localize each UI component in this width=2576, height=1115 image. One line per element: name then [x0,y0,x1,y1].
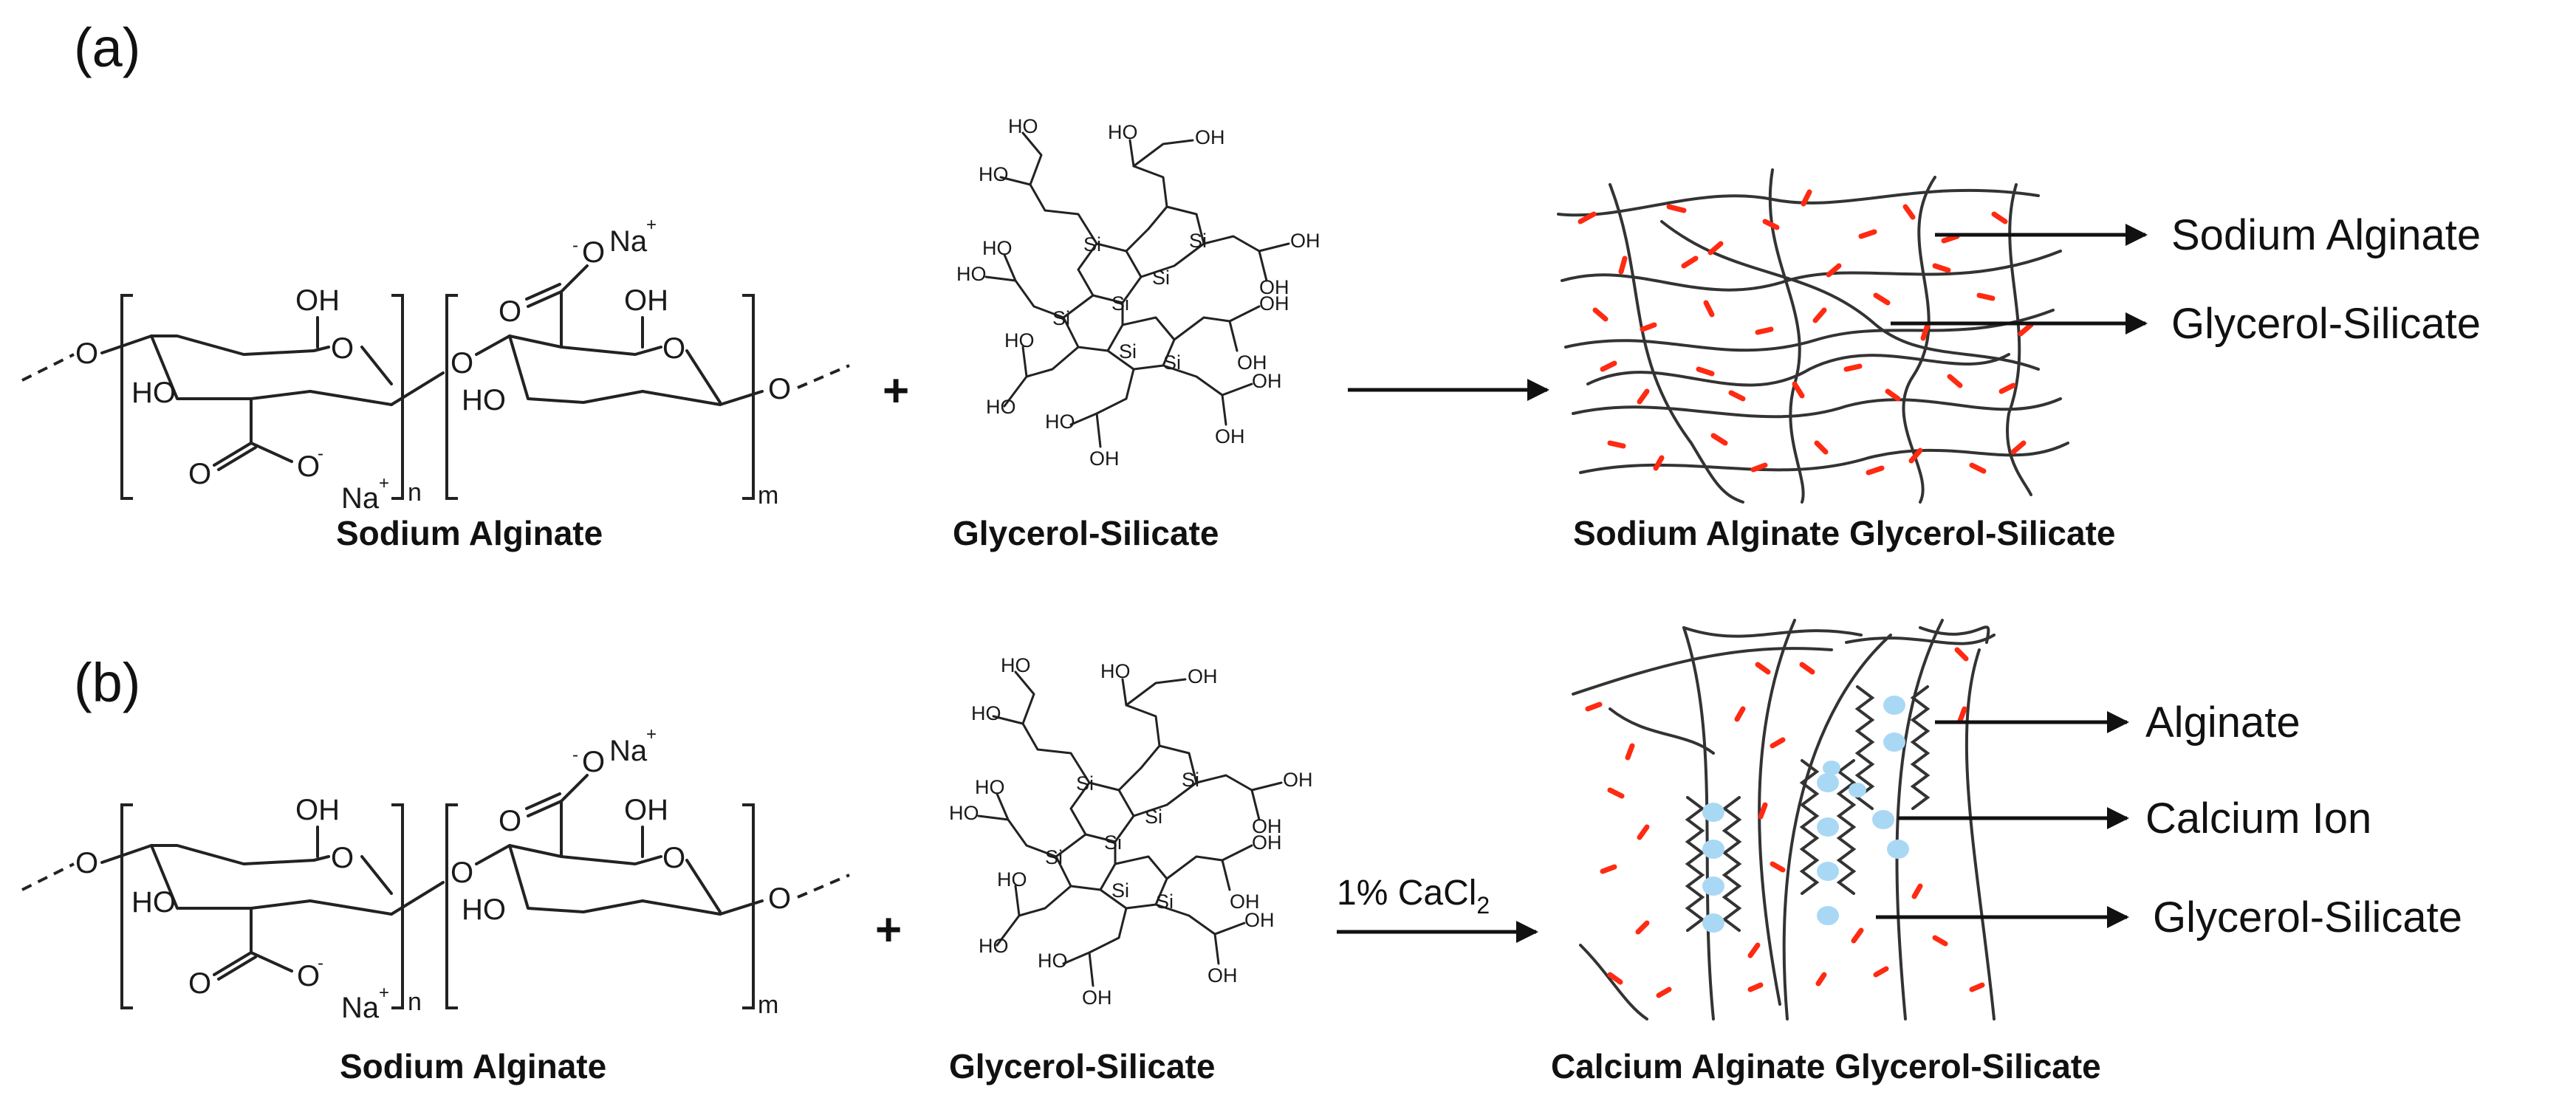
glycerol-silicate-structure [955,114,1321,471]
panel-a: (a) Sodium Alginate + Glycerol-Silicate [21,17,2481,552]
plus-sign: + [883,366,909,416]
plus-sign: + [875,905,902,956]
panel-label: (a) [74,17,140,78]
silicate-caption: Glycerol-Silicate [953,514,1219,552]
product-caption: Sodium Alginate Glycerol-Silicate [1573,514,2115,552]
product-caption: Calcium Alginate Glycerol-Silicate [1551,1047,2101,1085]
callout-glycerol-silicate: Glycerol-Silicate [2153,893,2462,941]
callout-calcium-ion: Calcium Ion [2145,795,2371,843]
callout-sodium-alginate: Sodium Alginate [2171,211,2481,259]
alginate-caption: Sodium Alginate [340,1047,606,1085]
reagent-label: 1% CaCl2 [1337,874,1490,919]
panel-label: (b) [74,652,140,713]
product-network-a [1557,168,2148,504]
product-network-b [1572,619,2129,1020]
callout-alginate: Alginate [2145,699,2301,747]
sodium-alginate-structure [21,213,851,516]
alginate-caption: Sodium Alginate [336,514,603,552]
silicate-caption: Glycerol-Silicate [949,1047,1216,1085]
sodium-alginate-structure [21,723,851,1026]
glycerol-silicate-structure [948,653,1314,1010]
panel-b: (b) Sodium Alginate + Glycerol-Silicate … [21,619,2462,1085]
callout-glycerol-silicate: Glycerol-Silicate [2171,300,2481,348]
